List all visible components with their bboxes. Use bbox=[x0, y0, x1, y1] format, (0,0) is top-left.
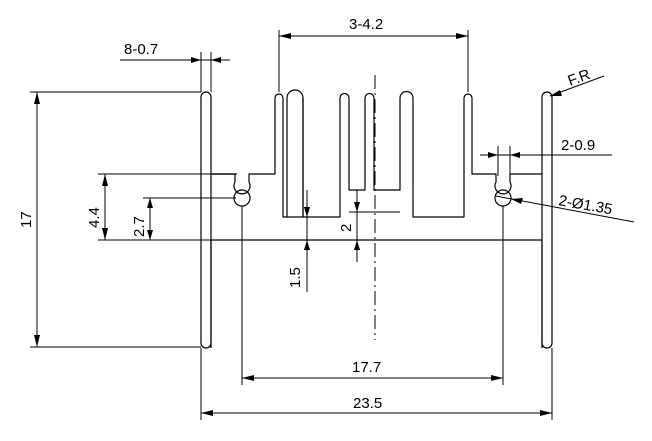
dim-base-thickness: 1.5 bbox=[287, 190, 310, 292]
dim-hole-span: 17.7 bbox=[241, 206, 504, 385]
left-keyhole-slot bbox=[211, 93, 304, 218]
fin-thickness-label: 8-0.7 bbox=[124, 41, 158, 58]
hole-diameter-label: 2-Ø1.35 bbox=[557, 192, 613, 218]
dim-inner-step: 2 bbox=[338, 190, 400, 262]
dim-fillet-radius: F.R bbox=[549, 66, 605, 97]
overall-height-label: 17 bbox=[18, 211, 35, 228]
left-mounting-hole bbox=[233, 189, 251, 207]
dim-fin-spacing: 3-4.2 bbox=[278, 16, 469, 92]
fillet-radius-label: F.R bbox=[566, 66, 593, 90]
right-outer-fin bbox=[541, 91, 553, 349]
slot-height-label: 4.4 bbox=[86, 207, 103, 228]
heatsink-profile bbox=[200, 89, 553, 349]
slot-width-label: 2-0.9 bbox=[561, 137, 595, 154]
dim-fin-thickness: 8-0.7 bbox=[120, 41, 230, 92]
hole-height-label: 2.7 bbox=[131, 216, 148, 237]
overall-width-label: 23.5 bbox=[353, 395, 382, 412]
inner-fins bbox=[286, 89, 375, 218]
dim-slot-width: 2-0.9 bbox=[480, 137, 612, 176]
left-outer-fin bbox=[200, 91, 212, 349]
dim-hole-diameter: 2-Ø1.35 bbox=[495, 192, 635, 223]
fin-spacing-label: 3-4.2 bbox=[349, 16, 383, 33]
dim-slot-height: 4.4 bbox=[86, 173, 211, 241]
dim-overall-width: 23.5 bbox=[200, 348, 553, 420]
dim-overall-height: 17 bbox=[18, 91, 201, 348]
inner-step-label: 2 bbox=[338, 224, 355, 232]
dim-hole-height: 2.7 bbox=[131, 197, 236, 240]
hole-span-label: 17.7 bbox=[352, 359, 381, 376]
base-thickness-label: 1.5 bbox=[287, 267, 304, 288]
